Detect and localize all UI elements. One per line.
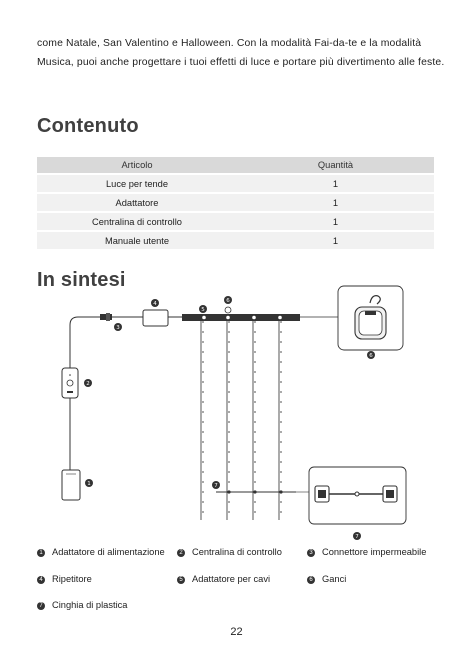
table-row: Centralina di controllo 1 [37, 211, 434, 231]
quantity-cell: 1 [237, 211, 434, 231]
legend-label: Ripetitore [52, 574, 92, 584]
legend-item-1: 1 Adattatore di alimentazione [37, 547, 165, 557]
item-cell: Adattatore [37, 192, 237, 212]
legend-label: Ganci [322, 574, 347, 584]
strap-detail-box [308, 466, 407, 525]
marker-6-top-label: 6 [226, 298, 230, 304]
legend-number: 4 [37, 576, 45, 584]
light-strands [202, 321, 282, 520]
hook-icon-small [224, 306, 232, 314]
legend-label: Connettore impermeabile [322, 547, 427, 557]
legend-label: Centralina di controllo [192, 547, 282, 557]
quantity-cell: 1 [237, 173, 434, 193]
quantity-cell: 1 [237, 230, 434, 249]
power-adapter-icon [61, 469, 81, 501]
controller-cable [69, 316, 102, 370]
marker-7-detail: 7 [353, 532, 361, 540]
marker-7-detail-label: 7 [355, 534, 359, 540]
item-cell: Manuale utente [37, 230, 237, 249]
legend-number: 6 [307, 576, 315, 584]
legend-number: 5 [177, 576, 185, 584]
legend-number: 7 [37, 602, 45, 610]
table-row: Adattatore 1 [37, 192, 434, 212]
legend-label: Cinghia di plastica [52, 600, 128, 610]
marker-7-label: 7 [214, 483, 218, 489]
light-strand-wires [200, 321, 280, 520]
marker-6-detail-label: 6 [369, 353, 373, 359]
marker-3: 3 [114, 323, 122, 331]
quantity-cell: 1 [237, 192, 434, 212]
legend-item-3: 3 Connettore impermeabile [307, 547, 426, 557]
intro-paragraph: come Natale, San Valentino e Halloween. … [37, 38, 445, 68]
marker-5: 5 [199, 305, 207, 313]
marker-4: 4 [151, 299, 159, 307]
repeater-icon [142, 309, 169, 327]
legend-label: Adattatore per cavi [192, 574, 271, 584]
item-cell: Luce per tende [37, 173, 237, 193]
marker-4-label: 4 [153, 301, 157, 307]
marker-2: 2 [84, 379, 92, 387]
marker-1: 1 [85, 479, 93, 487]
marker-3-label: 3 [116, 325, 120, 331]
hook-detail-box [337, 285, 404, 351]
legend-number: 3 [307, 549, 315, 557]
contents-table: Articolo Quantità Luce per tende 1 Adatt… [37, 157, 434, 249]
waterproof-connector-icon [100, 313, 112, 321]
marker-2-label: 2 [86, 381, 90, 387]
legend-item-6: 6 Ganci [307, 574, 346, 584]
legend-label: Adattatore di alimentazione [52, 547, 165, 557]
legend-item-7: 7 Cinghia di plastica [37, 600, 127, 610]
controller-icon [61, 367, 79, 399]
marker-6-top: 6 [224, 296, 232, 304]
legend-number: 1 [37, 549, 45, 557]
page-number: 22 [230, 626, 243, 638]
column-header-item: Articolo [37, 157, 237, 174]
table-row: Manuale utente 1 [37, 230, 434, 249]
table-row: Luce per tende 1 [37, 173, 434, 193]
marker-7: 7 [212, 481, 220, 489]
legend-number: 2 [177, 549, 185, 557]
item-cell: Centralina di controllo [37, 211, 237, 231]
contents-heading: Contenuto [37, 115, 139, 137]
column-header-quantity: Quantità [237, 157, 434, 174]
legend-item-2: 2 Centralina di controllo [177, 547, 282, 557]
overview-heading: In sintesi [37, 269, 126, 291]
marker-6-detail: 6 [367, 351, 375, 359]
legend-item-5: 5 Adattatore per cavi [177, 574, 270, 584]
contents-header-row: Articolo Quantità [37, 157, 434, 174]
plastic-strap-icon [216, 490, 310, 494]
marker-5-label: 5 [201, 307, 205, 313]
top-bar-cable-adapter [182, 314, 345, 321]
legend-item-4: 4 Ripetitore [37, 574, 92, 584]
marker-1-label: 1 [87, 481, 91, 487]
